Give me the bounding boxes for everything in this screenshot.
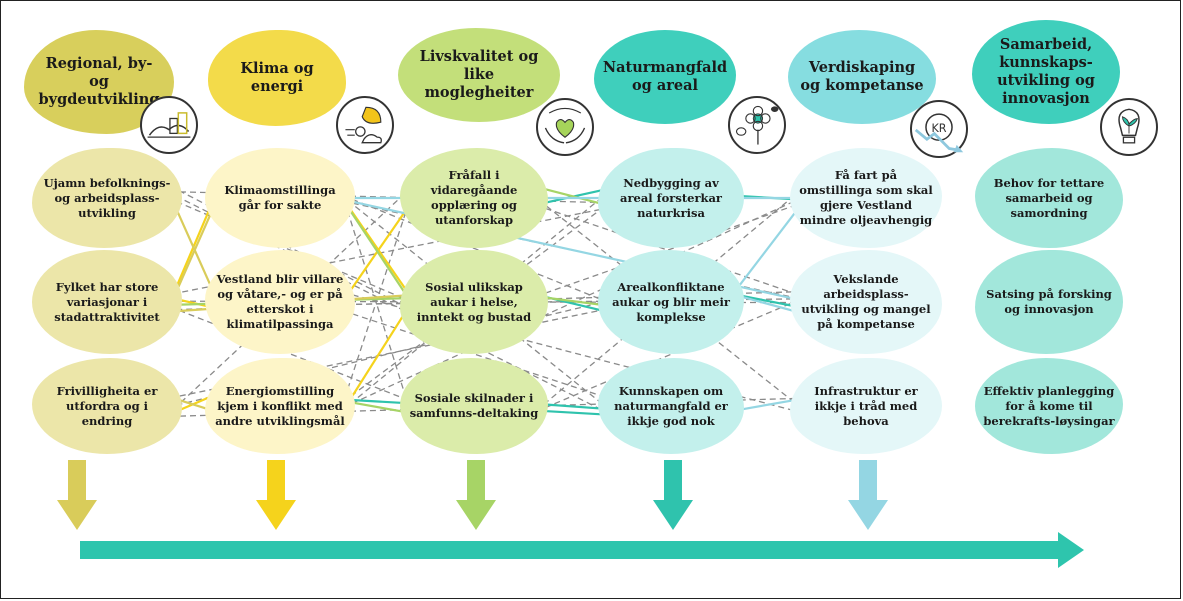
dashed-connector — [339, 192, 413, 412]
coloured-connector — [728, 202, 803, 300]
dashed-connector — [342, 310, 614, 402]
challenge-livskvalitet-2: Sosial ulikskap aukar i helse, inntekt o… — [400, 250, 548, 354]
dashed-connector — [535, 200, 806, 298]
challenge-regional-3: Frivilligheita er utfordra og i endring — [32, 358, 182, 454]
down-arrow-regional — [57, 460, 97, 530]
header-livskvalitet: Livskvalitet og like moglegheiter — [398, 28, 560, 122]
down-arrow-livskvalitet — [456, 460, 496, 530]
challenge-livskvalitet-1: Fråfall i vidaregåande opplæring og utan… — [400, 148, 548, 248]
challenge-samarbeid-2: Satsing på forsking og innovasjon — [975, 250, 1123, 354]
down-arrow-verdi — [848, 460, 888, 530]
challenge-verdi-2: Vekslande arbeidsplass-utvikling og mang… — [790, 250, 942, 354]
flower-bee-icon — [728, 96, 786, 154]
challenge-verdi-1: Få fart på omstillinga som skal gjere Ve… — [790, 148, 942, 248]
city-landscape-icon — [140, 96, 198, 154]
challenge-regional-1: Ujamn befolknings- og arbeidsplass-utvik… — [32, 148, 182, 248]
challenge-klima-3: Energiomstilling kjem i konflikt med and… — [205, 358, 355, 454]
coin-label: KR — [931, 122, 946, 135]
header-verdi: Verdiskaping og kompetanse — [788, 30, 936, 124]
coloured-connector — [339, 194, 413, 305]
header-natur: Naturmangfald og areal — [594, 30, 736, 124]
header-samarbeid: Samarbeid, kunnskaps-utvikling og innova… — [972, 20, 1120, 124]
header-klima: Klima og energi — [208, 30, 346, 126]
column-arrows — [57, 460, 888, 530]
down-arrow-natur — [653, 460, 693, 530]
challenge-natur-1: Nedbygging av areal forsterkar naturkris… — [598, 148, 744, 248]
challenge-regional-2: Fylket har store variasjonar i stadattra… — [32, 250, 182, 354]
timeline-arrow — [80, 532, 1084, 568]
lightbulb-plant-icon — [1100, 98, 1158, 156]
dashed-connector — [166, 186, 413, 416]
leaf-weather-icon — [336, 96, 394, 154]
timeline-arrow-shape — [80, 532, 1084, 568]
challenge-samarbeid-3: Effektiv planlegging for å kome til bere… — [975, 358, 1123, 454]
coloured-connector — [342, 196, 416, 302]
hands-heart-icon — [536, 98, 594, 156]
dashed-connector — [169, 306, 416, 404]
challenge-verdi-3: Infrastruktur er ikkje i tråd med behova — [790, 358, 942, 454]
challenge-klima-1: Klimaomstillinga går for sakte — [205, 148, 355, 248]
challenge-natur-3: Kunnskapen om naturmangfald er ikkje god… — [598, 358, 744, 454]
dashed-connector — [535, 296, 806, 413]
challenge-samarbeid-1: Behov for tettare samarbeid og samordnin… — [975, 148, 1123, 248]
challenge-livskvalitet-3: Sosiale skilnader i samfunns-deltaking — [400, 358, 548, 454]
coin-decline-icon: KR — [910, 100, 968, 158]
down-arrow-klima — [256, 460, 296, 530]
dashed-connector — [342, 200, 614, 403]
challenge-klima-2: Vestland blir villare og våtare,- og er … — [205, 250, 355, 354]
challenge-natur-2: Arealkonfliktane aukar og blir meir komp… — [598, 250, 744, 354]
